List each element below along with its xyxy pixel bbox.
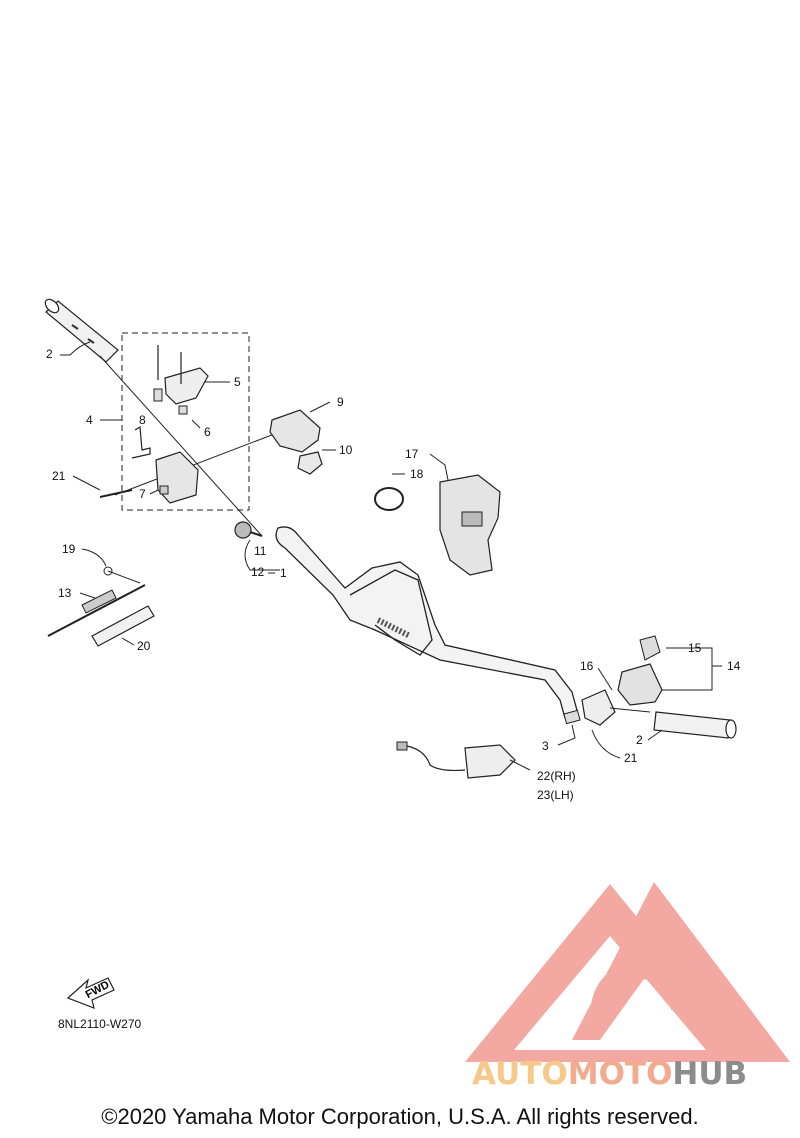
callout-17: 17 bbox=[405, 447, 419, 461]
callout-22rh: 22(RH) bbox=[537, 769, 576, 783]
watermark-brand: AUTOMOTOHUB bbox=[472, 1056, 747, 1092]
callout-3: 3 bbox=[542, 739, 549, 753]
callout-6: 6 bbox=[204, 425, 211, 439]
brand-moto: MOTO bbox=[567, 1056, 673, 1092]
leader-line bbox=[99, 355, 263, 537]
heater-wiring bbox=[396, 741, 516, 779]
callout-14: 14 bbox=[727, 659, 741, 673]
copyright-notice: ©2020 Yamaha Motor Corporation, U.S.A. A… bbox=[101, 1104, 699, 1129]
callout-21: 21 bbox=[52, 469, 66, 483]
callout-23lh: 23(LH) bbox=[537, 788, 574, 802]
callout-12: 12 bbox=[251, 565, 265, 579]
leader-lines bbox=[60, 341, 722, 771]
callout-1: 1 bbox=[280, 566, 287, 580]
brand-auto: AUTO bbox=[472, 1056, 568, 1092]
callouts: 2 4 8 5 6 21 7 9 10 17 18 11 12 1 19 13 … bbox=[46, 347, 741, 802]
callout-19: 19 bbox=[62, 542, 76, 556]
callout-10: 10 bbox=[339, 443, 353, 457]
assembly-group-box bbox=[121, 332, 250, 511]
callout-15: 15 bbox=[688, 641, 702, 655]
callout-16: 16 bbox=[580, 659, 594, 673]
callout-9: 9 bbox=[337, 395, 344, 409]
switch-housing bbox=[269, 409, 323, 475]
fwd-arrow: FWD bbox=[66, 977, 115, 1009]
right-switch bbox=[581, 635, 663, 726]
callout-20: 20 bbox=[137, 639, 151, 653]
callout-7: 7 bbox=[139, 487, 146, 501]
clamp-bracket bbox=[374, 474, 501, 576]
callout-13: 13 bbox=[58, 586, 72, 600]
adjuster-knob bbox=[234, 521, 263, 539]
right-grip bbox=[653, 711, 737, 739]
callout-21b: 21 bbox=[624, 751, 638, 765]
callout-18: 18 bbox=[410, 467, 424, 481]
callout-8: 8 bbox=[139, 413, 146, 427]
diagram-code: 8NL2110-W270 bbox=[58, 1017, 142, 1031]
brand-hub: HUB bbox=[672, 1056, 748, 1092]
cable-assembly bbox=[47, 566, 155, 647]
callout-2: 2 bbox=[46, 347, 53, 361]
left-grip bbox=[44, 298, 119, 363]
callout-11: 11 bbox=[254, 544, 267, 558]
handlebar bbox=[275, 526, 581, 725]
callout-5: 5 bbox=[234, 375, 241, 389]
callout-4: 4 bbox=[86, 413, 93, 427]
leader-line bbox=[114, 427, 291, 496]
watermark-logo bbox=[465, 882, 790, 1062]
throttle-lever bbox=[99, 425, 199, 504]
callout-2b: 2 bbox=[636, 733, 643, 747]
throttle-housing bbox=[153, 345, 209, 415]
